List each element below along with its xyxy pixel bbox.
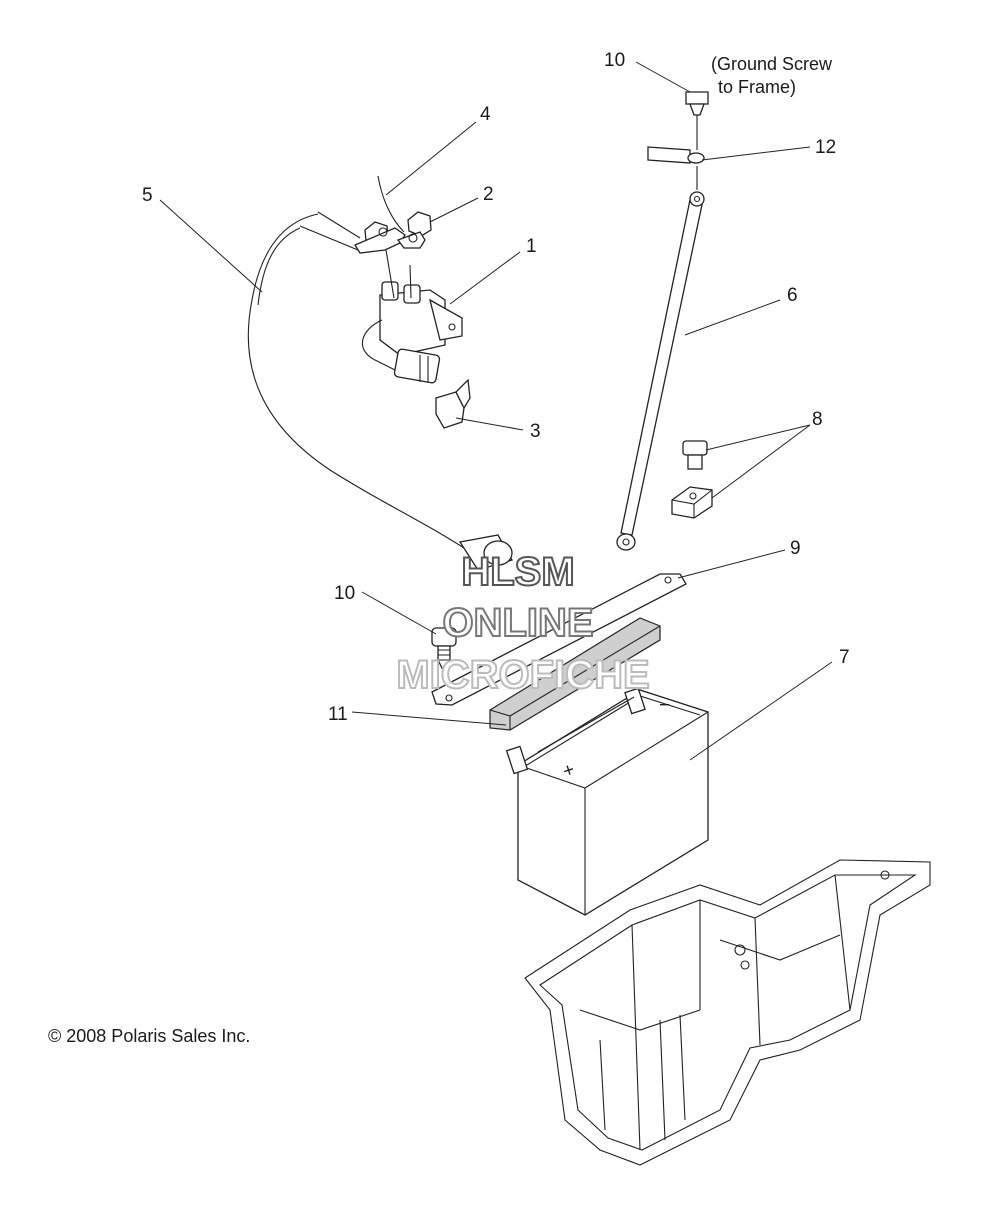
bolt-lower <box>431 627 457 674</box>
callout-12: 12 <box>815 137 836 158</box>
callout-4: 4 <box>480 104 491 125</box>
callout-1: 1 <box>526 236 537 257</box>
watermark-line-1: HLSM <box>461 550 574 594</box>
copyright-notice: © 2008 Polaris Sales Inc. <box>48 1026 250 1046</box>
hold-down-strap <box>431 573 687 706</box>
callout-7: 7 <box>839 647 850 668</box>
battery-negative-sign: − <box>659 695 670 716</box>
terminal-bolt-and-nut <box>671 440 713 519</box>
battery: + − <box>505 687 709 916</box>
solenoid-nuts <box>299 175 432 254</box>
ground-screw-note-line2: to Frame) <box>718 77 796 97</box>
callout-9: 9 <box>790 538 801 559</box>
callout-10-upper: 10 <box>604 50 625 71</box>
battery-box <box>524 859 931 1166</box>
callout-2: 2 <box>483 184 494 205</box>
callout-6: 6 <box>787 285 798 306</box>
callout-8: 8 <box>812 409 823 430</box>
ground-cable <box>647 115 705 190</box>
watermark: HLSM ONLINE MICROFICHE <box>395 549 650 698</box>
battery-cable <box>616 191 705 551</box>
callout-5: 5 <box>142 185 153 206</box>
ground-screw-note-line1: (Ground Screw <box>711 54 833 74</box>
watermark-line-2: ONLINE <box>442 601 593 645</box>
main-cable <box>247 213 513 571</box>
watermark-line-3: MICROFICHE <box>396 653 649 697</box>
leader-lines <box>159 61 833 761</box>
battery-pad <box>489 617 661 731</box>
starter-solenoid <box>361 249 463 384</box>
solenoid-mount-bolt <box>435 378 471 429</box>
callout-10-lower: 10 <box>334 583 355 604</box>
callout-11: 11 <box>328 704 348 725</box>
ground-screw <box>685 91 709 116</box>
callout-3: 3 <box>530 421 541 442</box>
